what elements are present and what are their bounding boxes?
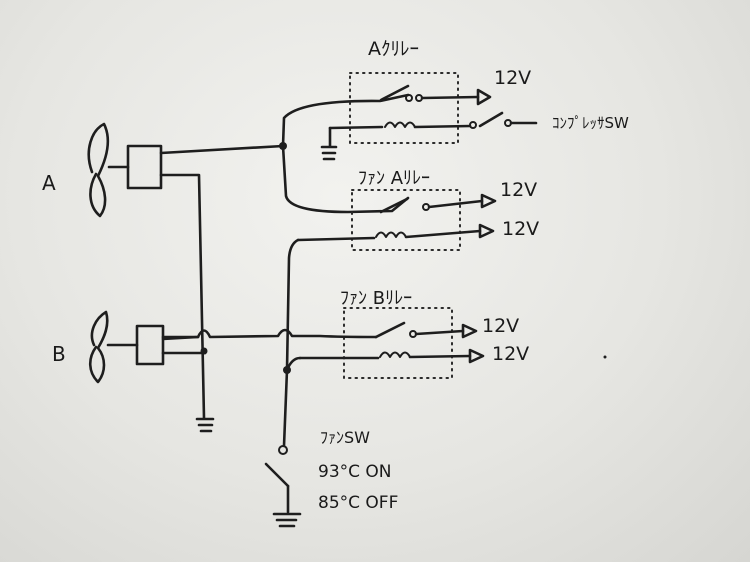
ac-relay-label: Aｸﾘﾚｰ bbox=[368, 38, 419, 60]
ac-relay-box bbox=[349, 72, 459, 144]
fan-b-relay-label: ﾌｧﾝ Bﾘﾚｰ bbox=[340, 288, 412, 309]
fan-b-feed-wiring bbox=[161, 238, 378, 455]
v12-label-2: 12V bbox=[500, 179, 537, 201]
fan-sw-label: ﾌｧﾝSW bbox=[320, 428, 370, 447]
arrow-12v-1 bbox=[476, 88, 492, 106]
fan-b-symbol bbox=[88, 310, 165, 384]
fan-switch-symbol bbox=[264, 462, 302, 528]
fan-a-feed-wiring bbox=[159, 93, 410, 214]
v12-label-1: 12V bbox=[494, 67, 531, 89]
arrow-12v-4 bbox=[461, 323, 478, 339]
fan-b-label: B bbox=[52, 342, 66, 366]
fan-a-relay-box bbox=[351, 189, 461, 251]
pen-mark bbox=[603, 355, 607, 359]
fan-a-symbol bbox=[87, 122, 163, 218]
compressor-switch-symbol bbox=[478, 111, 538, 128]
fan-ground-wiring bbox=[159, 173, 215, 433]
arrow-12v-3 bbox=[478, 223, 495, 239]
fan-a-label: A bbox=[42, 171, 56, 195]
fan-a-relay-label: ﾌｧﾝ Aﾘﾚｰ bbox=[358, 168, 430, 189]
compressor-sw-label: ｺﾝﾌﾟﾚｯｻSW bbox=[552, 114, 629, 132]
v12-label-3: 12V bbox=[502, 218, 539, 240]
fan-b-relay-symbol bbox=[298, 321, 472, 360]
v12-label-4: 12V bbox=[482, 315, 519, 337]
fan-a-relay-symbol bbox=[296, 197, 484, 242]
v12-label-5: 12V bbox=[492, 343, 529, 365]
fan-sw-on-label: 93°C ON bbox=[318, 462, 392, 482]
arrow-12v-5 bbox=[468, 348, 485, 364]
fan-b-relay-box bbox=[343, 307, 453, 379]
arrow-12v-2 bbox=[480, 193, 497, 209]
ac-relay-symbol bbox=[320, 84, 480, 161]
fan-sw-off-label: 85°C OFF bbox=[318, 493, 398, 513]
